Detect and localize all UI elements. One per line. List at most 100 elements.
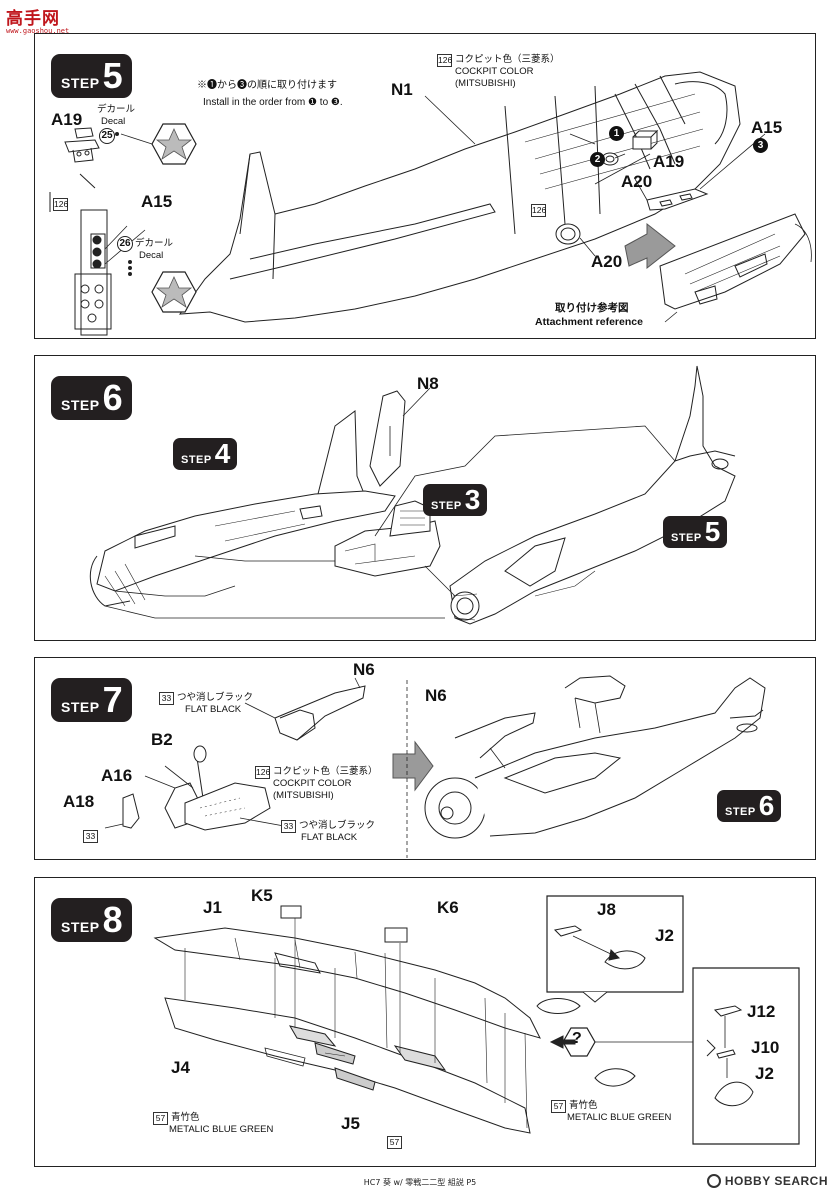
part-label-n8: N8 — [417, 374, 439, 393]
sub-assembly-step-6: STEP 6 — [717, 790, 782, 822]
flat-black-code-box-2: 33 — [281, 820, 296, 833]
part-label-j4: J4 — [171, 1058, 190, 1077]
part-label-a19: A19 — [653, 152, 685, 171]
part-label-a15-left: A15 — [141, 192, 173, 211]
attachment-reference-en: Attachment reference — [535, 316, 643, 328]
site-logo: 高手网 www.gaoshou.net — [6, 4, 98, 35]
part-label-a18: A18 — [63, 792, 95, 811]
decal-label-jp: デカール — [97, 104, 136, 115]
step-7-badge: STEP 7 — [51, 678, 132, 722]
question-mark: ? — [572, 1030, 582, 1047]
footer-caption: HC7 葵 w/ 零戦二二型 組説 P5 — [363, 1178, 477, 1187]
decal-number-26: 26 — [117, 236, 133, 252]
step-word: STEP — [181, 454, 212, 466]
flat-black-en-2: FLAT BLACK — [301, 832, 358, 843]
step-8-panel: STEP 8 J1 K5 K6 J4 J5 57 青竹色 METALIC BLU… — [34, 877, 816, 1167]
attachment-reference-jp: 取り付け参考図 — [555, 302, 629, 314]
step-8-illustration — [35, 878, 816, 1167]
page-footer: HC7 葵 w/ 零戦二二型 組説 P5 HOBBY SEARCH — [0, 1172, 840, 1198]
a18-color-code-box: 33 — [83, 830, 98, 843]
color-name-sub: (MITSUBISHI) — [455, 78, 516, 89]
sub-assembly-step-4: STEP 4 — [173, 438, 238, 470]
metallic-blue-green-box-3: 57 — [551, 1100, 566, 1113]
color-code-box-left: 126 — [53, 198, 69, 211]
cockpit-color-code-box: 126 — [255, 766, 271, 779]
color-name-en: COCKPIT COLOR — [455, 66, 534, 77]
metallic-blue-green-en: METALIC BLUE GREEN — [169, 1124, 274, 1135]
sub-assembly-step-5: STEP 5 — [663, 516, 728, 548]
flat-black-en: FLAT BLACK — [185, 704, 242, 715]
hobby-search-logo: HOBBY SEARCH — [706, 1174, 828, 1188]
part-label-a20-top: A20 — [621, 172, 653, 191]
step-6-illustration — [35, 356, 816, 641]
cockpit-color-en: COCKPIT COLOR — [273, 778, 352, 789]
step-word: STEP — [61, 699, 100, 715]
part-label-a15: A15 — [751, 118, 783, 137]
step-word: STEP — [61, 919, 100, 935]
part-label-j12: J12 — [747, 1002, 776, 1021]
metallic-blue-green-box-2: 57 — [387, 1136, 402, 1149]
order-note-en: Install in the order from ❶ to ❸. — [203, 97, 343, 108]
hobby-search-text: HOBBY SEARCH — [724, 1174, 828, 1188]
flat-black-jp-2: つや消しブラック — [299, 820, 376, 831]
flat-black-code-box: 33 — [159, 692, 174, 705]
color-code-box-ring: 126 — [531, 204, 547, 217]
decal-label-en-2: Decal — [139, 250, 164, 261]
step-number: 5 — [102, 55, 123, 96]
step-8-badge: STEP 8 — [51, 898, 132, 942]
step-word: STEP — [431, 500, 462, 512]
step-7-panel: STEP 7 N6 33 つや消しブラック FLAT BLACK B2 126 … — [34, 657, 816, 860]
step-number: 5 — [704, 516, 721, 547]
step-6-panel: STEP 6 N8 STEP 4 STEP 3 STEP 5 — [34, 355, 816, 641]
part-label-j10: J10 — [751, 1038, 780, 1057]
part-label-k5: K5 — [251, 886, 273, 905]
order-marker-1: 1 — [609, 126, 624, 141]
step-number: 6 — [102, 377, 123, 418]
step-word: STEP — [61, 397, 100, 413]
part-label-j5: J5 — [341, 1114, 360, 1133]
step-word: STEP — [671, 532, 702, 544]
step-7-illustration — [35, 658, 816, 860]
step-number: 8 — [102, 899, 123, 940]
site-logo-domain: www.gaoshou.net — [6, 27, 70, 35]
part-label-n6-left: N6 — [353, 660, 375, 679]
step-word: STEP — [61, 75, 100, 91]
sub-assembly-step-3: STEP 3 — [423, 484, 488, 516]
order-marker-2: 2 — [590, 152, 605, 167]
step-word: STEP — [725, 806, 756, 818]
cockpit-color-jp: コクピット色（三菱系） — [273, 766, 378, 777]
step-5-illustration — [35, 34, 816, 339]
part-label-j1: J1 — [203, 898, 222, 917]
part-label-k6: K6 — [437, 898, 459, 917]
part-label-b2: B2 — [151, 730, 173, 749]
part-label-n6-right: N6 — [425, 686, 447, 705]
step-number: 4 — [214, 438, 231, 469]
part-label-a16: A16 — [101, 766, 133, 785]
decal-label-jp-2: デカール — [135, 238, 174, 249]
order-marker-3: 3 — [753, 138, 768, 153]
hobby-search-ring-icon — [706, 1174, 721, 1188]
decal-number-25: 25 — [99, 128, 115, 144]
part-label-j8: J8 — [597, 900, 616, 919]
step-number: 3 — [464, 484, 481, 515]
order-note-jp: ※❶から❸の順に取り付けます — [197, 80, 337, 91]
part-label-a19-left: A19 — [51, 110, 83, 129]
part-label-n1: N1 — [391, 80, 413, 99]
metallic-blue-green-en-2: METALIC BLUE GREEN — [567, 1112, 672, 1123]
step-5-panel: STEP 5 ※❶から❸の順に取り付けます Install in the ord… — [34, 33, 816, 339]
step-number: 7 — [102, 679, 123, 720]
color-code-box: 126 — [437, 54, 453, 67]
step-5-badge: STEP 5 — [51, 54, 132, 98]
step-number: 6 — [758, 790, 775, 821]
part-label-a20: A20 — [591, 252, 623, 271]
site-logo-text: 高手网 — [6, 9, 60, 29]
flat-black-jp: つや消しブラック — [177, 692, 254, 703]
metallic-blue-green-jp-2: 青竹色 — [569, 1100, 598, 1111]
cockpit-color-sub: (MITSUBISHI) — [273, 790, 334, 801]
part-label-j2-top: J2 — [655, 926, 674, 945]
metallic-blue-green-box: 57 — [153, 1112, 168, 1125]
metallic-blue-green-jp: 青竹色 — [171, 1112, 200, 1123]
step-6-badge: STEP 6 — [51, 376, 132, 420]
part-label-j2-bottom: J2 — [755, 1064, 774, 1083]
decal-label-en: Decal — [101, 116, 126, 127]
